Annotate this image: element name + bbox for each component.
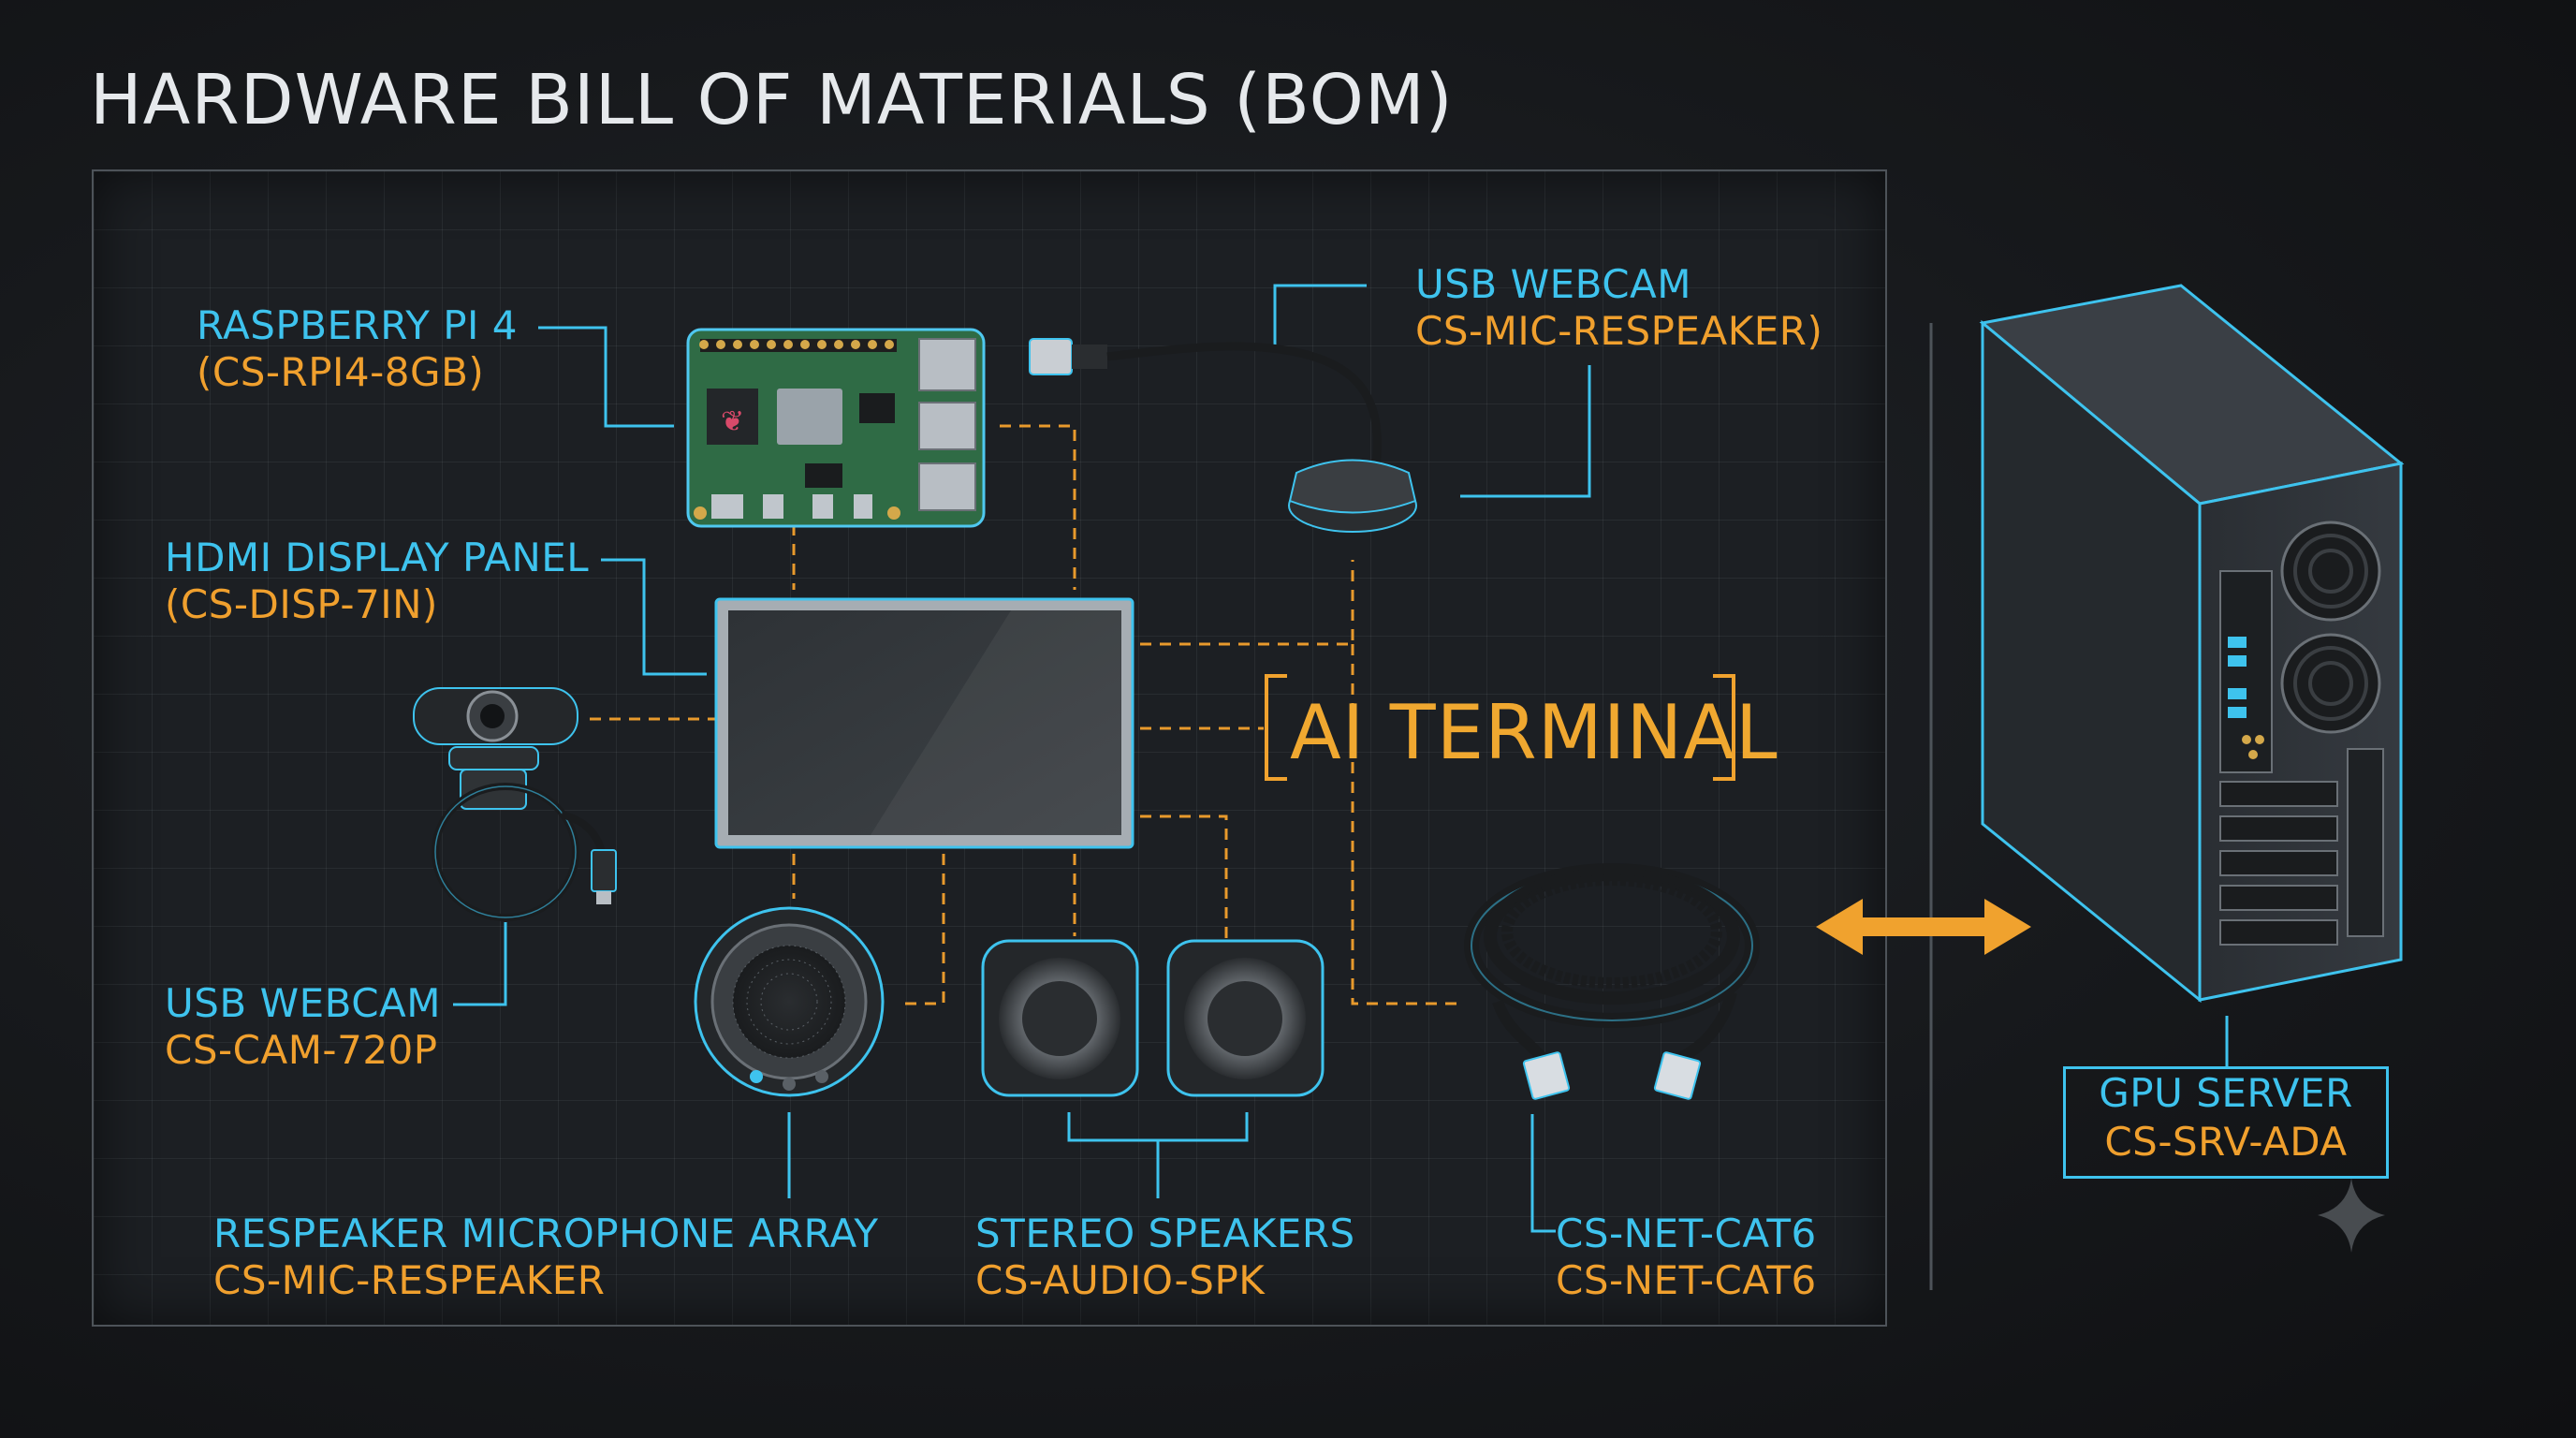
raspberry-pi-name: RASPBERRY PI 4 [197,302,519,348]
usb-webcam-left-name: USB WEBCAM [165,980,442,1026]
speakers-sku: CS-AUDIO-SPK [975,1257,1266,1303]
leader-lines [453,284,2229,1233]
sparkle-icon [2318,1178,2385,1253]
page-title: HARDWARE BILL OF MATERIALS (BOM) [90,60,1454,140]
speakers-name: STEREO SPEAKERS [975,1211,1355,1256]
usb-webcam-top-sku: CS-MIC-RESPEAKER) [1415,308,1823,354]
gpu-server-name: GPU SERVER [2099,1070,2353,1116]
display-panel-icon [714,597,1134,849]
gpu-server-sku: CS-SRV-ADA [2104,1119,2348,1165]
hdmi-display-sku: (CS-DISP-7IN) [165,581,438,627]
gpu-server-label-box: GPU SERVER CS-SRV-ADA [2063,1066,2389,1179]
bidirectional-arrow-icon [1816,899,2031,955]
microphone-array-icon [694,906,885,1097]
network-cable-sku: CS-NET-CAT6 [1556,1257,1817,1303]
usb-webcam-left-sku: CS-CAM-720P [165,1027,438,1073]
ai-terminal-bracket [1265,674,1735,781]
respeaker-sku: CS-MIC-RESPEAKER [213,1257,606,1303]
respeaker-name: RESPEAKER MICROPHONE ARRAY [213,1211,879,1256]
webcam-icon [413,687,617,921]
ethernet-cable-icon [1464,863,1760,1100]
speaker-icon [981,939,1325,1097]
ai-terminal-label: AI TERMINAL [1290,689,1778,776]
usb-dongle-icon [1029,338,1417,533]
connection-lines [590,424,1460,1005]
raspberry-pi-board-icon: ❦ [686,328,986,528]
usb-webcam-top-name: USB WEBCAM [1415,261,1692,307]
network-cable-name: CS-NET-CAT6 [1556,1211,1817,1256]
server-tower-icon [1979,284,2405,1004]
hdmi-display-name: HDMI DISPLAY PANEL [165,535,590,580]
raspberry-pi-sku: (CS-RPI4-8GB) [197,349,485,395]
svg-text:❦: ❦ [721,405,744,438]
